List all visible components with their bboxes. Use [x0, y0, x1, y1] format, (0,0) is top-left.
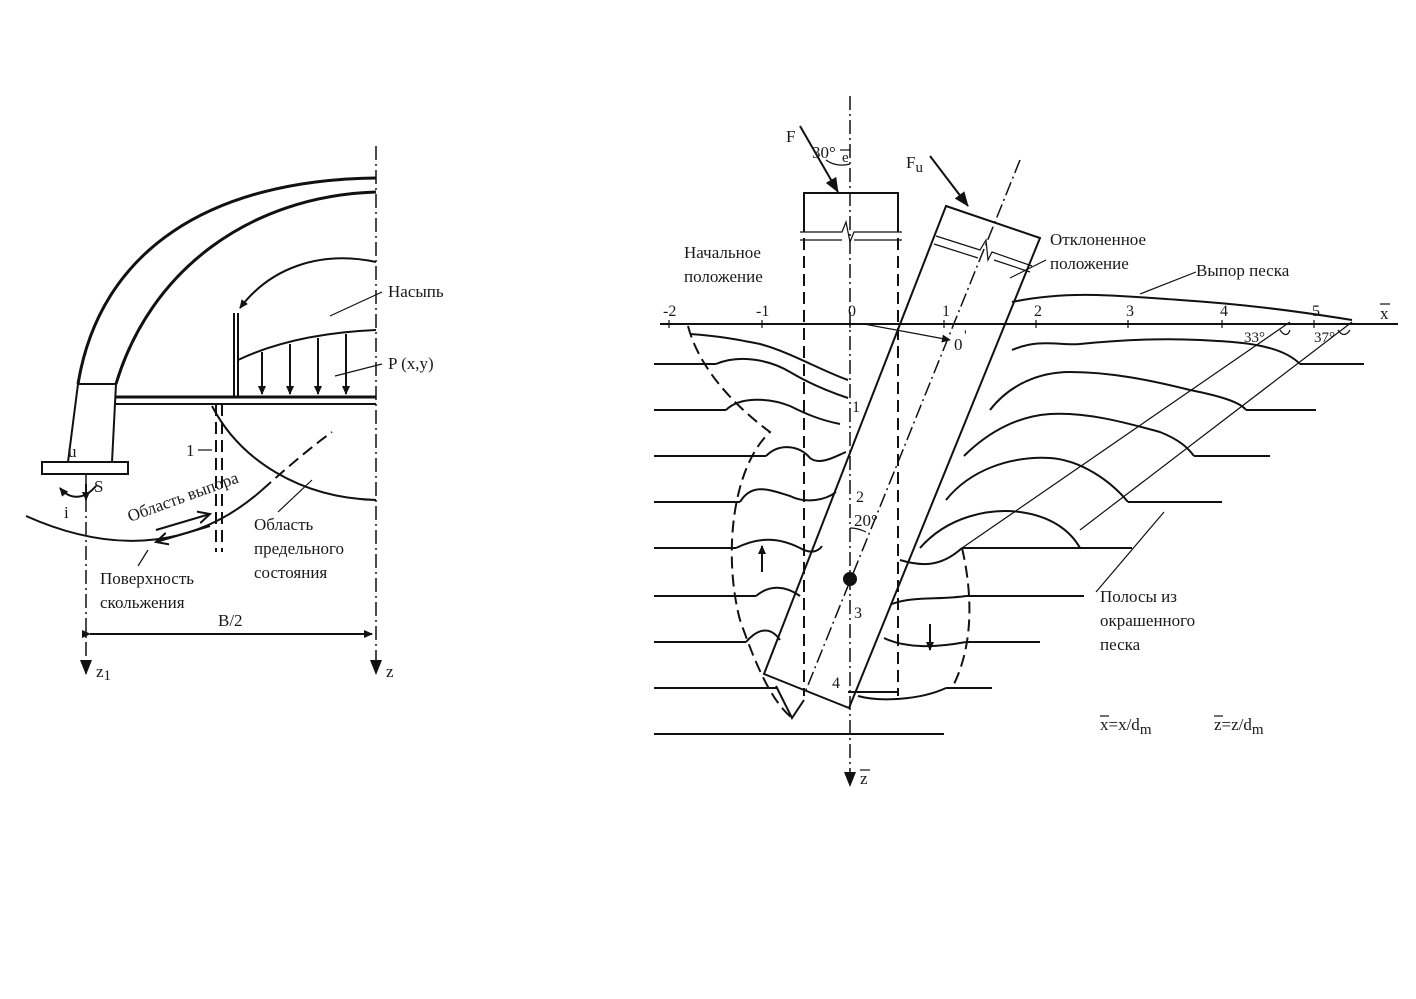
failure-envelope-right: [951, 547, 971, 689]
angle-37-label: 37°: [1314, 330, 1335, 346]
deflected-position-label-2: положение: [1050, 254, 1129, 273]
force-f-arrow: [799, 125, 839, 193]
leader-embankment: [329, 291, 383, 317]
axis-z1-label: z1: [96, 662, 111, 684]
line-one-label: 1: [186, 441, 195, 460]
sand-bulge-profile: [1011, 293, 1353, 321]
slip-label-1: Поверхность: [100, 569, 194, 588]
angle-33-label: 33°: [1244, 330, 1265, 346]
failure-envelope-tip: [775, 685, 805, 720]
axis-x-label: x: [1380, 304, 1389, 323]
x-tick-label: 3: [1126, 303, 1134, 320]
deformed-bands-left: [689, 333, 849, 643]
leader-slip: [137, 549, 149, 567]
leader-bulge: [1139, 271, 1197, 295]
rotation-arrow: [59, 485, 97, 498]
axis-z-label: z: [860, 769, 868, 788]
failure-envelope-left: [687, 325, 793, 719]
initial-position-label-1: Начальное: [684, 243, 761, 262]
u-label: u: [68, 442, 77, 461]
angle-37-arc: [1337, 329, 1351, 336]
leader-load: [334, 363, 383, 377]
leader-deflected: [1009, 259, 1047, 279]
slip-surface-dashed: [261, 431, 333, 491]
origin-prime-label: 0: [954, 335, 963, 354]
angle-33-arc: [1279, 329, 1291, 336]
s-label: S: [94, 477, 103, 496]
formula-z: z=z/dm: [1214, 715, 1264, 738]
embankment-label: Насыпь: [388, 282, 444, 301]
x-tick-label: 2: [1034, 303, 1042, 320]
initial-pile-top: [803, 192, 899, 220]
x-tick-label: -1: [756, 303, 769, 320]
limit-region-label-1: Область: [254, 515, 314, 534]
depth-mark: 1: [852, 399, 860, 416]
sand-bulge-label: Выпор песка: [1196, 261, 1290, 280]
initial-pile-break: [800, 219, 902, 245]
limit-state-curve: [211, 405, 377, 501]
deflected-pile: [762, 204, 1042, 710]
axis-z-label: z: [386, 662, 394, 681]
arch-inner: [114, 190, 377, 385]
pivot-point: [843, 572, 857, 586]
origin-prime-tick: ': [964, 328, 967, 344]
x-tick-label: 0: [848, 303, 856, 320]
inclined-lines: [961, 321, 1353, 549]
slip-label-2: скольжения: [100, 593, 185, 612]
load-label: P (x,y): [388, 354, 434, 373]
depth-mark: 3: [854, 605, 862, 622]
leader-bands: [1095, 511, 1165, 593]
bands-label-3: песка: [1100, 635, 1141, 654]
x-ticks: [668, 320, 1315, 328]
deflected-pile-break: [933, 235, 1033, 273]
angle-20-arc: [849, 527, 867, 533]
deformed-bands-right: [857, 338, 1301, 701]
angle-30-label: 30°: [812, 143, 836, 162]
embankment-surface: [239, 257, 377, 309]
deflected-position-label-1: Отклоненное: [1050, 230, 1146, 249]
left-figure: Насыпь P (x,y) 1 u S i Область выпора Об…: [25, 146, 444, 684]
e-label: e: [842, 150, 849, 166]
i-label: i: [64, 503, 69, 522]
angle-30-arc: [825, 159, 851, 166]
x-tick-label: -2: [663, 303, 676, 320]
load-curve: [237, 329, 377, 361]
bulge-arrow-1: [155, 514, 210, 531]
force-f-label: F: [786, 127, 795, 146]
bulge-arrow-2: [156, 525, 211, 542]
angle-20-label: 20°: [854, 511, 878, 530]
origin-shift-arrow: [863, 323, 951, 343]
bands-label-1: Полосы из: [1100, 587, 1177, 606]
x-tick-label: 1: [942, 303, 950, 320]
bands-label-2: окрашенного: [1100, 611, 1195, 630]
leader-limit: [277, 479, 313, 513]
depth-mark: 4: [832, 675, 840, 692]
load-arrows: [258, 334, 350, 395]
half-width-label: B/2: [218, 611, 243, 630]
initial-position-label-2: положение: [684, 267, 763, 286]
x-tick-label: 5: [1312, 303, 1320, 320]
x-tick-label: 4: [1220, 303, 1228, 320]
limit-region-label-3: состояния: [254, 563, 327, 582]
depth-mark: 2: [856, 489, 864, 506]
force-fu-label: Fu: [906, 153, 923, 176]
formula-x: x=x/dm: [1100, 715, 1152, 738]
footing: [41, 461, 129, 475]
limit-region-label-2: предельного: [254, 539, 344, 558]
arch-outer: [76, 176, 377, 385]
right-figure: F 30° e Fu Начальное положение Отклоненн…: [654, 96, 1398, 788]
sand-bands: [654, 363, 1364, 735]
force-fu-arrow: [929, 155, 969, 207]
